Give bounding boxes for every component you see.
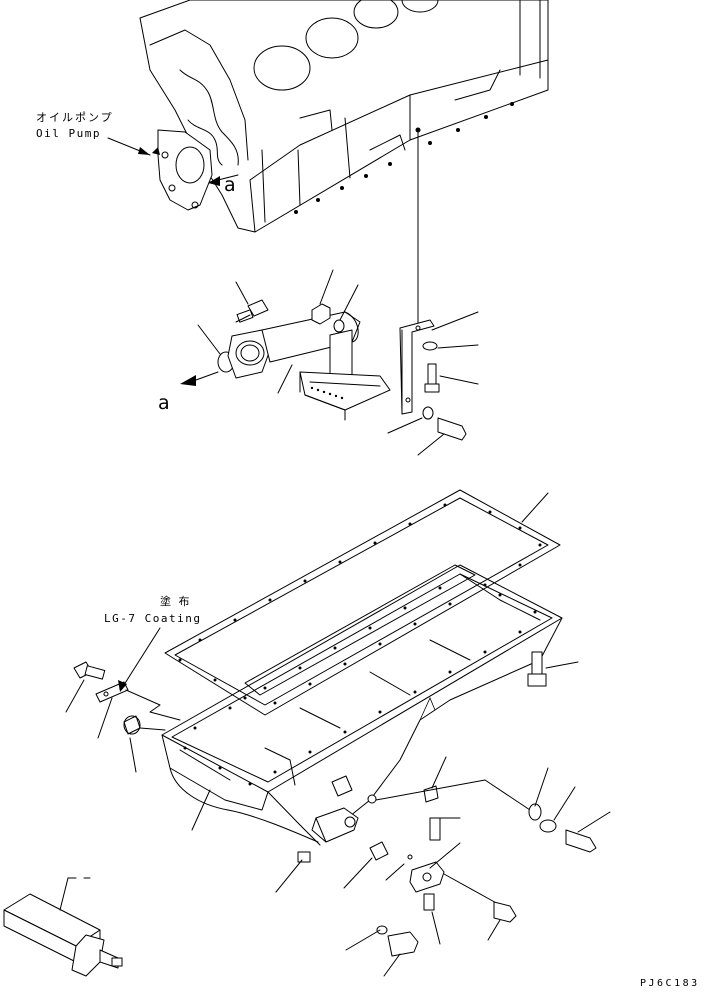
- oil-pump-label-en: Oil Pump: [36, 127, 101, 140]
- coating-label-en: LG-7 Coating: [104, 612, 202, 625]
- drawing-code: PJ6C183: [640, 978, 700, 989]
- view-a-upper-label: a: [224, 174, 236, 196]
- nut-and-washer: [311, 303, 345, 333]
- pan-bolt: [527, 651, 547, 687]
- left-fasteners: [73, 661, 141, 735]
- service-tool: [3, 893, 123, 977]
- engine-block: [139, 0, 549, 233]
- view-a-lower-label: a: [158, 392, 170, 414]
- oil-pan-gasket: [164, 489, 561, 716]
- support-bracket: [399, 319, 467, 441]
- oil-pan: [161, 564, 563, 846]
- suction-pipe: [217, 299, 391, 421]
- oil-pump-label-jp: オイルポンプ: [36, 111, 114, 124]
- coating-label-jp: 塗 布: [160, 595, 192, 608]
- right-fasteners: [297, 775, 597, 957]
